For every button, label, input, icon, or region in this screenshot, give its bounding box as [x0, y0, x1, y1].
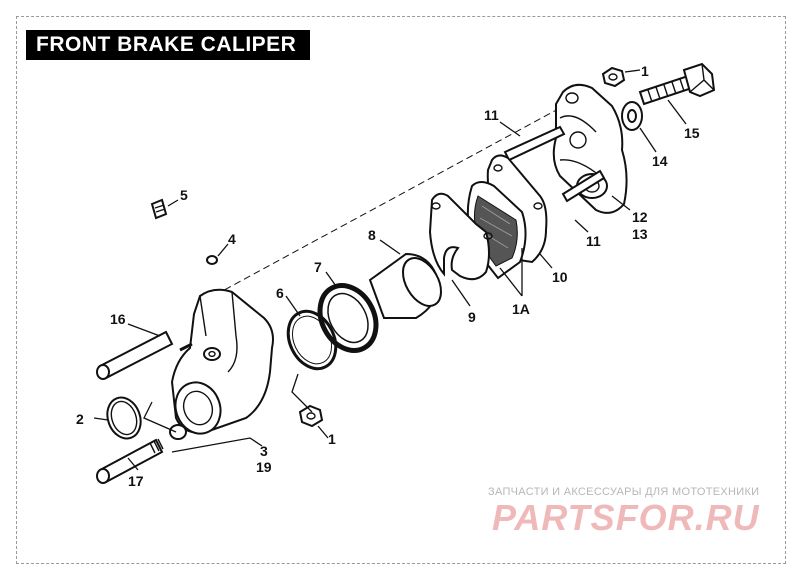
callout-1a: 1A: [512, 301, 530, 317]
callout-10: 10: [552, 269, 568, 285]
page-title: FRONT BRAKE CALIPER: [26, 30, 310, 60]
callout-5: 5: [180, 187, 188, 203]
part-11-pin-lower: [561, 169, 606, 203]
callout-8: 8: [368, 227, 376, 243]
callout-1-lower: 1: [328, 431, 336, 447]
part-1-nut-top: [601, 66, 626, 88]
callout-9: 9: [468, 309, 476, 325]
part-16-mounting-pin: [96, 330, 174, 380]
callout-12: 12: [632, 209, 648, 225]
callout-13: 13: [632, 226, 648, 242]
part-4-bleeder-cap: [206, 255, 218, 265]
callout-7: 7: [314, 259, 322, 275]
callout-11-top: 11: [484, 107, 499, 123]
callout-16: 16: [110, 311, 126, 327]
callout-19: 19: [256, 459, 272, 475]
part-6-piston-seal: [286, 309, 338, 371]
part-1-nut-lower: [298, 404, 324, 428]
callout-11-lower: 11: [586, 233, 601, 249]
callout-4: 4: [228, 231, 236, 247]
callout-6: 6: [276, 285, 284, 301]
watermark-logo: PARTSFOR.RU: [492, 497, 760, 538]
part-14-washer: [621, 101, 643, 131]
drawing-frame: [16, 16, 786, 564]
part-9-inner-pad-plate: [428, 192, 493, 281]
part-3-19-caliper-body: [169, 288, 274, 440]
leader-lines: [93, 69, 687, 471]
part-2-cover: [106, 396, 142, 440]
part-8-piston: [368, 252, 442, 319]
callout-1-top: 1: [641, 63, 649, 79]
callout-2: 2: [76, 411, 84, 427]
callout-15: 15: [684, 125, 700, 141]
part-5-bleeder-valve: [150, 198, 168, 220]
callout-17: 17: [128, 473, 144, 489]
callout-3: 3: [260, 443, 268, 459]
watermark-subtitle: ЗАПЧАСТИ И АКСЕССУАРЫ ДЛЯ МОТОТЕХНИКИ: [488, 486, 760, 498]
callout-14: 14: [652, 153, 668, 169]
part-15-bolt: [638, 62, 716, 106]
